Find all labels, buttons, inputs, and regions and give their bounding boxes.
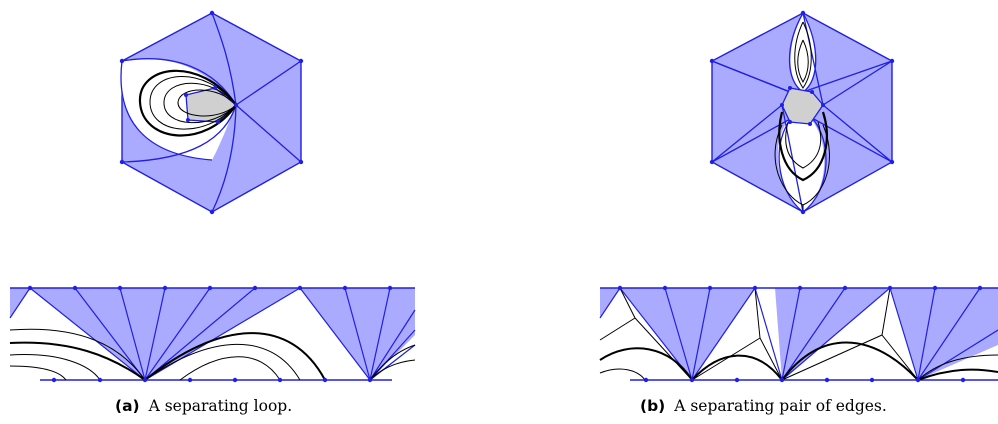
hexagon-a [119, 10, 304, 215]
strip-a [9, 285, 416, 383]
strip-b [599, 285, 998, 383]
hexagon-b [709, 10, 895, 215]
caption-b-text: A separating pair of edges. [674, 397, 887, 415]
panel-a-diagram [9, 10, 416, 383]
caption-b: (b) A separating pair of edges. [640, 397, 887, 415]
caption-a-label: (a) [115, 397, 140, 415]
caption-a: (a) A separating loop. [115, 397, 292, 415]
caption-b-label: (b) [640, 397, 666, 415]
panel-b-separating-pair-of-edges: (b) A separating pair of edges. [520, 0, 998, 424]
panel-b-diagram [599, 10, 998, 383]
caption-a-text: A separating loop. [148, 397, 293, 415]
panel-a-separating-loop: (a) A separating loop. [0, 0, 480, 424]
